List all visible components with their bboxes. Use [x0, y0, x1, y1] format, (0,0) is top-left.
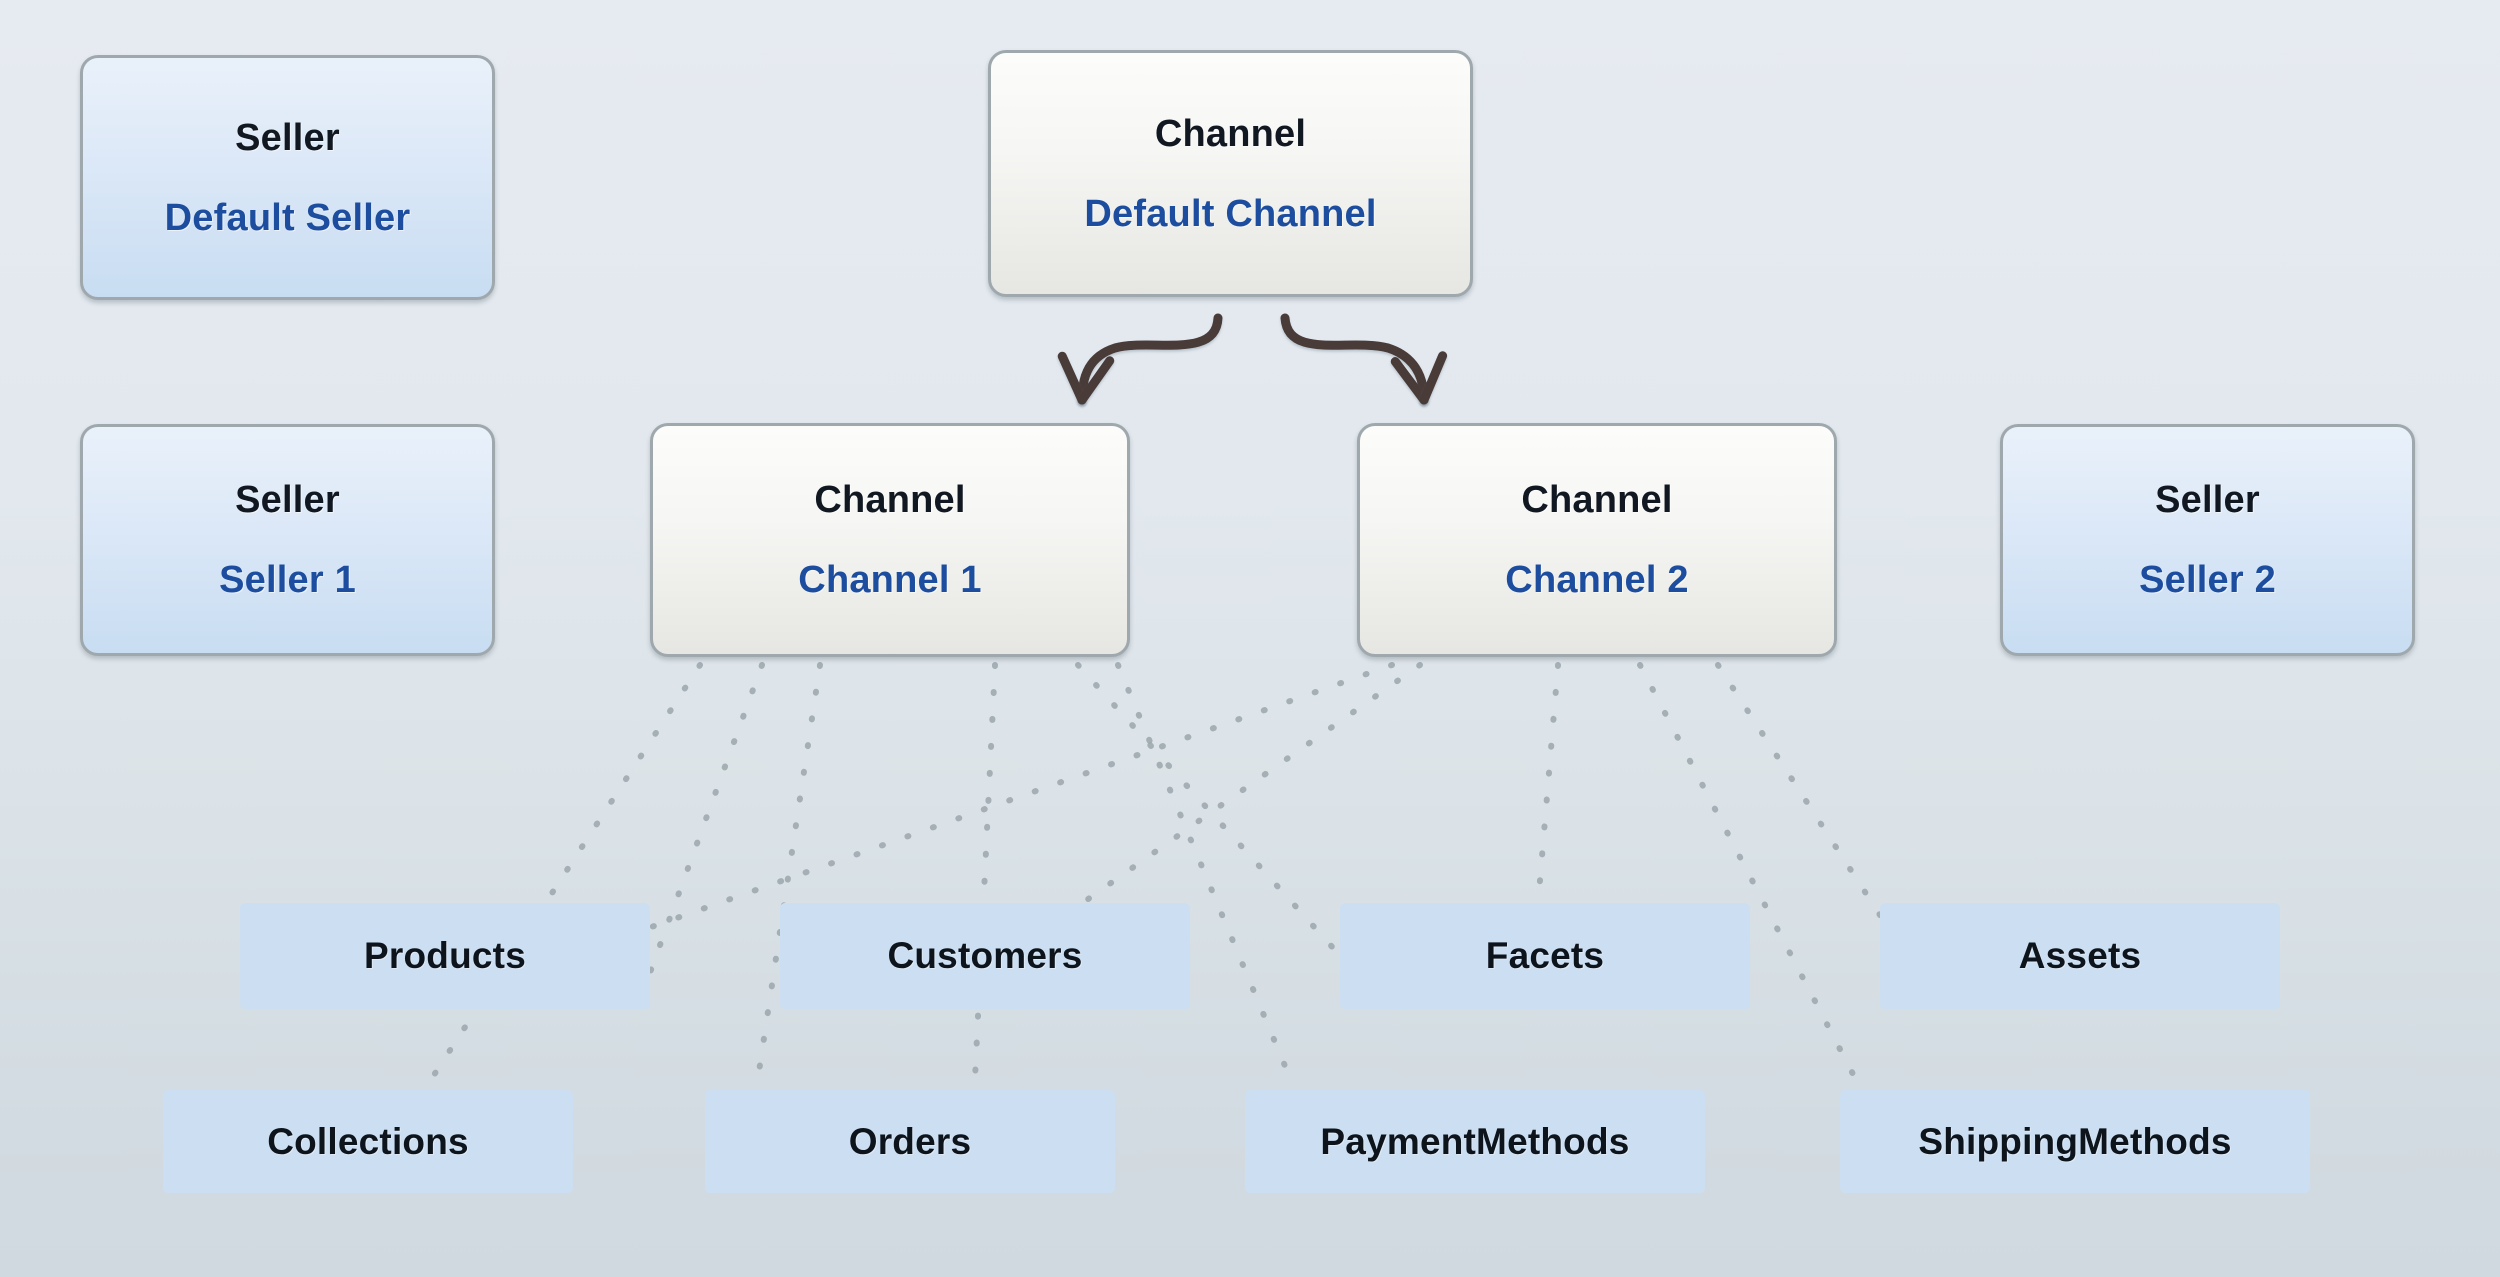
leaf-chip-label: Facets — [1485, 935, 1605, 976]
leaf-chip-label: Orders — [848, 1120, 972, 1162]
arrowhead-icon — [1390, 357, 1429, 405]
arrowhead-icon — [1077, 356, 1115, 405]
leaf-chip-label: Assets — [2018, 935, 2142, 976]
leaf-chip-shipping-methods[interactable]: ShippingMethods — [1840, 1090, 2310, 1193]
entity-type-label: Seller — [235, 116, 340, 159]
leaf-chip-products[interactable]: Products — [240, 903, 650, 1009]
entity-type-label: Seller — [235, 479, 340, 521]
dotted-connector-channel-1--orders — [972, 662, 998, 1081]
entity-type-label: Seller — [2155, 479, 2260, 521]
entity-type-label: Channel — [1154, 112, 1307, 155]
entity-name-label: Seller 2 — [2139, 559, 2276, 601]
arrow-connectors — [1057, 313, 1448, 405]
leaf-chip-payment-methods[interactable]: PaymentMethods — [1245, 1090, 1705, 1193]
leaf-chip-label: Customers — [887, 935, 1083, 976]
entity-name-label: Default Seller — [164, 196, 411, 239]
arrowhead-icon — [1419, 351, 1448, 405]
arrowhead-icon — [1057, 351, 1087, 405]
entity-name-label: Channel 1 — [798, 559, 982, 601]
dotted-connector-channel-2--shipping-methods — [1637, 662, 1858, 1081]
dotted-connector-channel-1--products — [637, 662, 765, 1003]
dotted-connector-channel-1--customers — [755, 662, 823, 1081]
arrow-connector-default-channel--channel-1 — [1077, 313, 1223, 405]
leaf-chip-orders[interactable]: Orders — [705, 1090, 1115, 1193]
leaf-chip-facets[interactable]: Facets — [1340, 903, 1750, 1009]
entity-name-label: Seller 1 — [219, 559, 356, 601]
leaf-chip-label: Collections — [267, 1120, 469, 1162]
dotted-connectors — [429, 662, 1938, 1081]
leaf-chip-label: ShippingMethods — [1918, 1120, 2232, 1162]
leaf-chip-collections[interactable]: Collections — [163, 1090, 573, 1193]
entity-type-label: Channel — [1521, 479, 1673, 521]
entity-type-label: Channel — [814, 479, 966, 521]
entity-name-label: Default Channel — [1084, 192, 1377, 235]
leaf-chip-label: PaymentMethods — [1320, 1120, 1630, 1162]
leaf-chip-assets[interactable]: Assets — [1880, 903, 2280, 1009]
leaf-chip-customers[interactable]: Customers — [780, 903, 1190, 1009]
dotted-connector-channel-1--collections — [429, 662, 703, 1081]
arrow-connector-default-channel--channel-2 — [1280, 313, 1429, 405]
dotted-connector-channel-1--payment-methods — [1115, 662, 1293, 1081]
leaf-chip-label: Products — [364, 935, 526, 976]
entity-name-label: Channel 2 — [1505, 559, 1689, 601]
